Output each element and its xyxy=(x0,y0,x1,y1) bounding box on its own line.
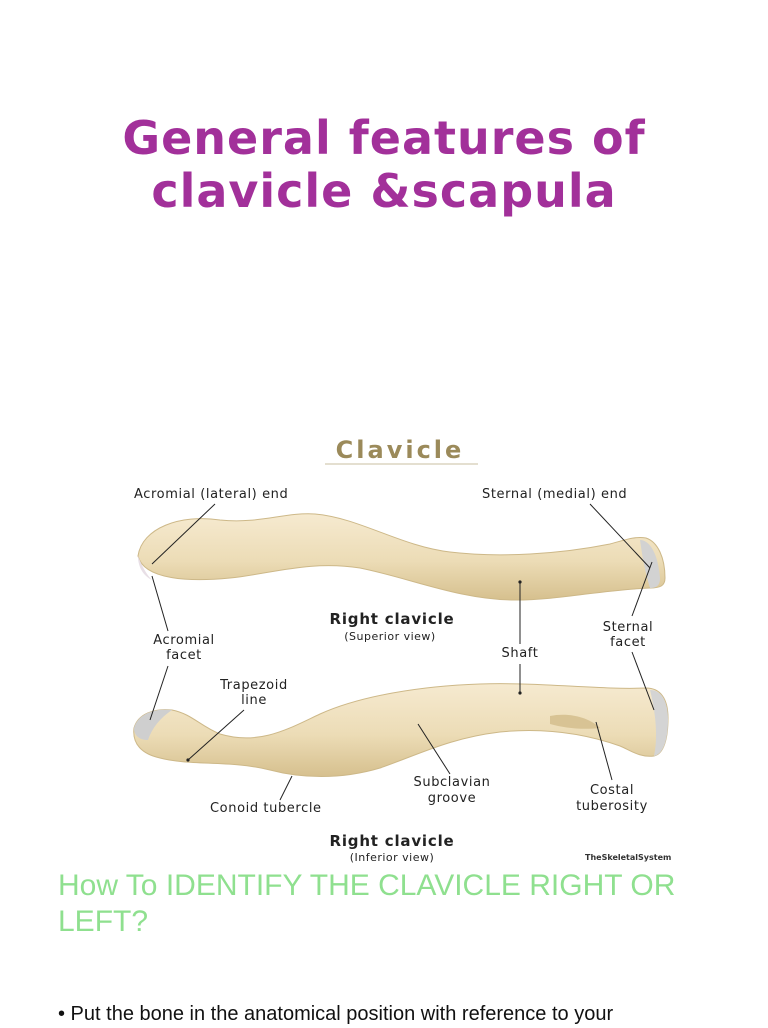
sternal-facet-superior xyxy=(640,540,660,588)
slide-title-line-2: clavicle &scapula xyxy=(151,164,617,218)
clavicle-diagram: Clavicle Acromial (lateral) end Sternal … xyxy=(133,436,671,864)
caption-inferior: Right clavicle xyxy=(330,832,455,850)
label-acromial-facet-2: facet xyxy=(166,648,202,663)
label-subclavian-1: Subclavian xyxy=(414,775,491,790)
slide-title-line-1: General features of xyxy=(122,111,646,165)
label-trapezoid-2: line xyxy=(241,693,267,708)
clavicle-superior-view xyxy=(137,513,666,601)
leader-trapezoid xyxy=(187,709,245,761)
clavicle-inferior-view xyxy=(133,683,669,777)
label-sternal-end: Sternal (medial) end xyxy=(482,487,627,502)
label-conoid: Conoid tubercle xyxy=(210,801,322,816)
figure-credit: TheSkeletalSystem xyxy=(585,853,671,862)
caption-superior: Right clavicle xyxy=(330,610,455,628)
leader-sternal-end xyxy=(589,503,651,569)
dot-trapezoid xyxy=(186,758,190,762)
label-acromial-facet-1: Acromial xyxy=(153,633,214,648)
label-sternal-facet-1: Sternal xyxy=(603,620,653,635)
label-trapezoid-1: Trapezoid xyxy=(219,678,288,693)
costal-tuberosity-mark xyxy=(550,714,600,729)
leader-conoid xyxy=(279,775,293,801)
label-shaft: Shaft xyxy=(502,646,539,661)
bullet-anatomical-position: • Put the bone in the anatomical positio… xyxy=(58,1003,614,1025)
label-sternal-facet-2: facet xyxy=(610,635,646,650)
caption-superior-view: (Superior view) xyxy=(344,630,435,643)
label-costal-2: tuberosity xyxy=(576,799,648,814)
label-acromial-end: Acromial (lateral) end xyxy=(134,487,288,502)
clavicle-illustration: Clavicle Acromial (lateral) end Sternal … xyxy=(120,428,680,868)
leader-acromial-end xyxy=(151,503,216,565)
dot-shaft-bottom xyxy=(518,691,522,695)
slide-title: General features of clavicle &scapula xyxy=(0,112,768,218)
caption-inferior-view: (Inferior view) xyxy=(350,851,435,864)
leader-subclavian xyxy=(417,723,451,775)
acromial-facet-inferior xyxy=(134,709,172,740)
leader-sternal-facet-top xyxy=(631,561,653,617)
figure-title: Clavicle xyxy=(336,436,465,464)
sternal-facet-inferior xyxy=(650,690,668,756)
label-costal-1: Costal xyxy=(590,783,634,798)
section-question: How To IDENTIFY THE CLAVICLE RIGHT OR LE… xyxy=(58,869,676,938)
leader-sternal-facet-bottom xyxy=(631,651,655,711)
leader-acromial-facet-top xyxy=(151,575,169,632)
dot-shaft-top xyxy=(518,580,522,584)
label-subclavian-2: groove xyxy=(428,791,477,806)
leader-costal xyxy=(595,721,613,781)
leader-acromial-facet-bottom xyxy=(149,665,169,721)
acromial-facet-superior xyxy=(138,556,152,580)
